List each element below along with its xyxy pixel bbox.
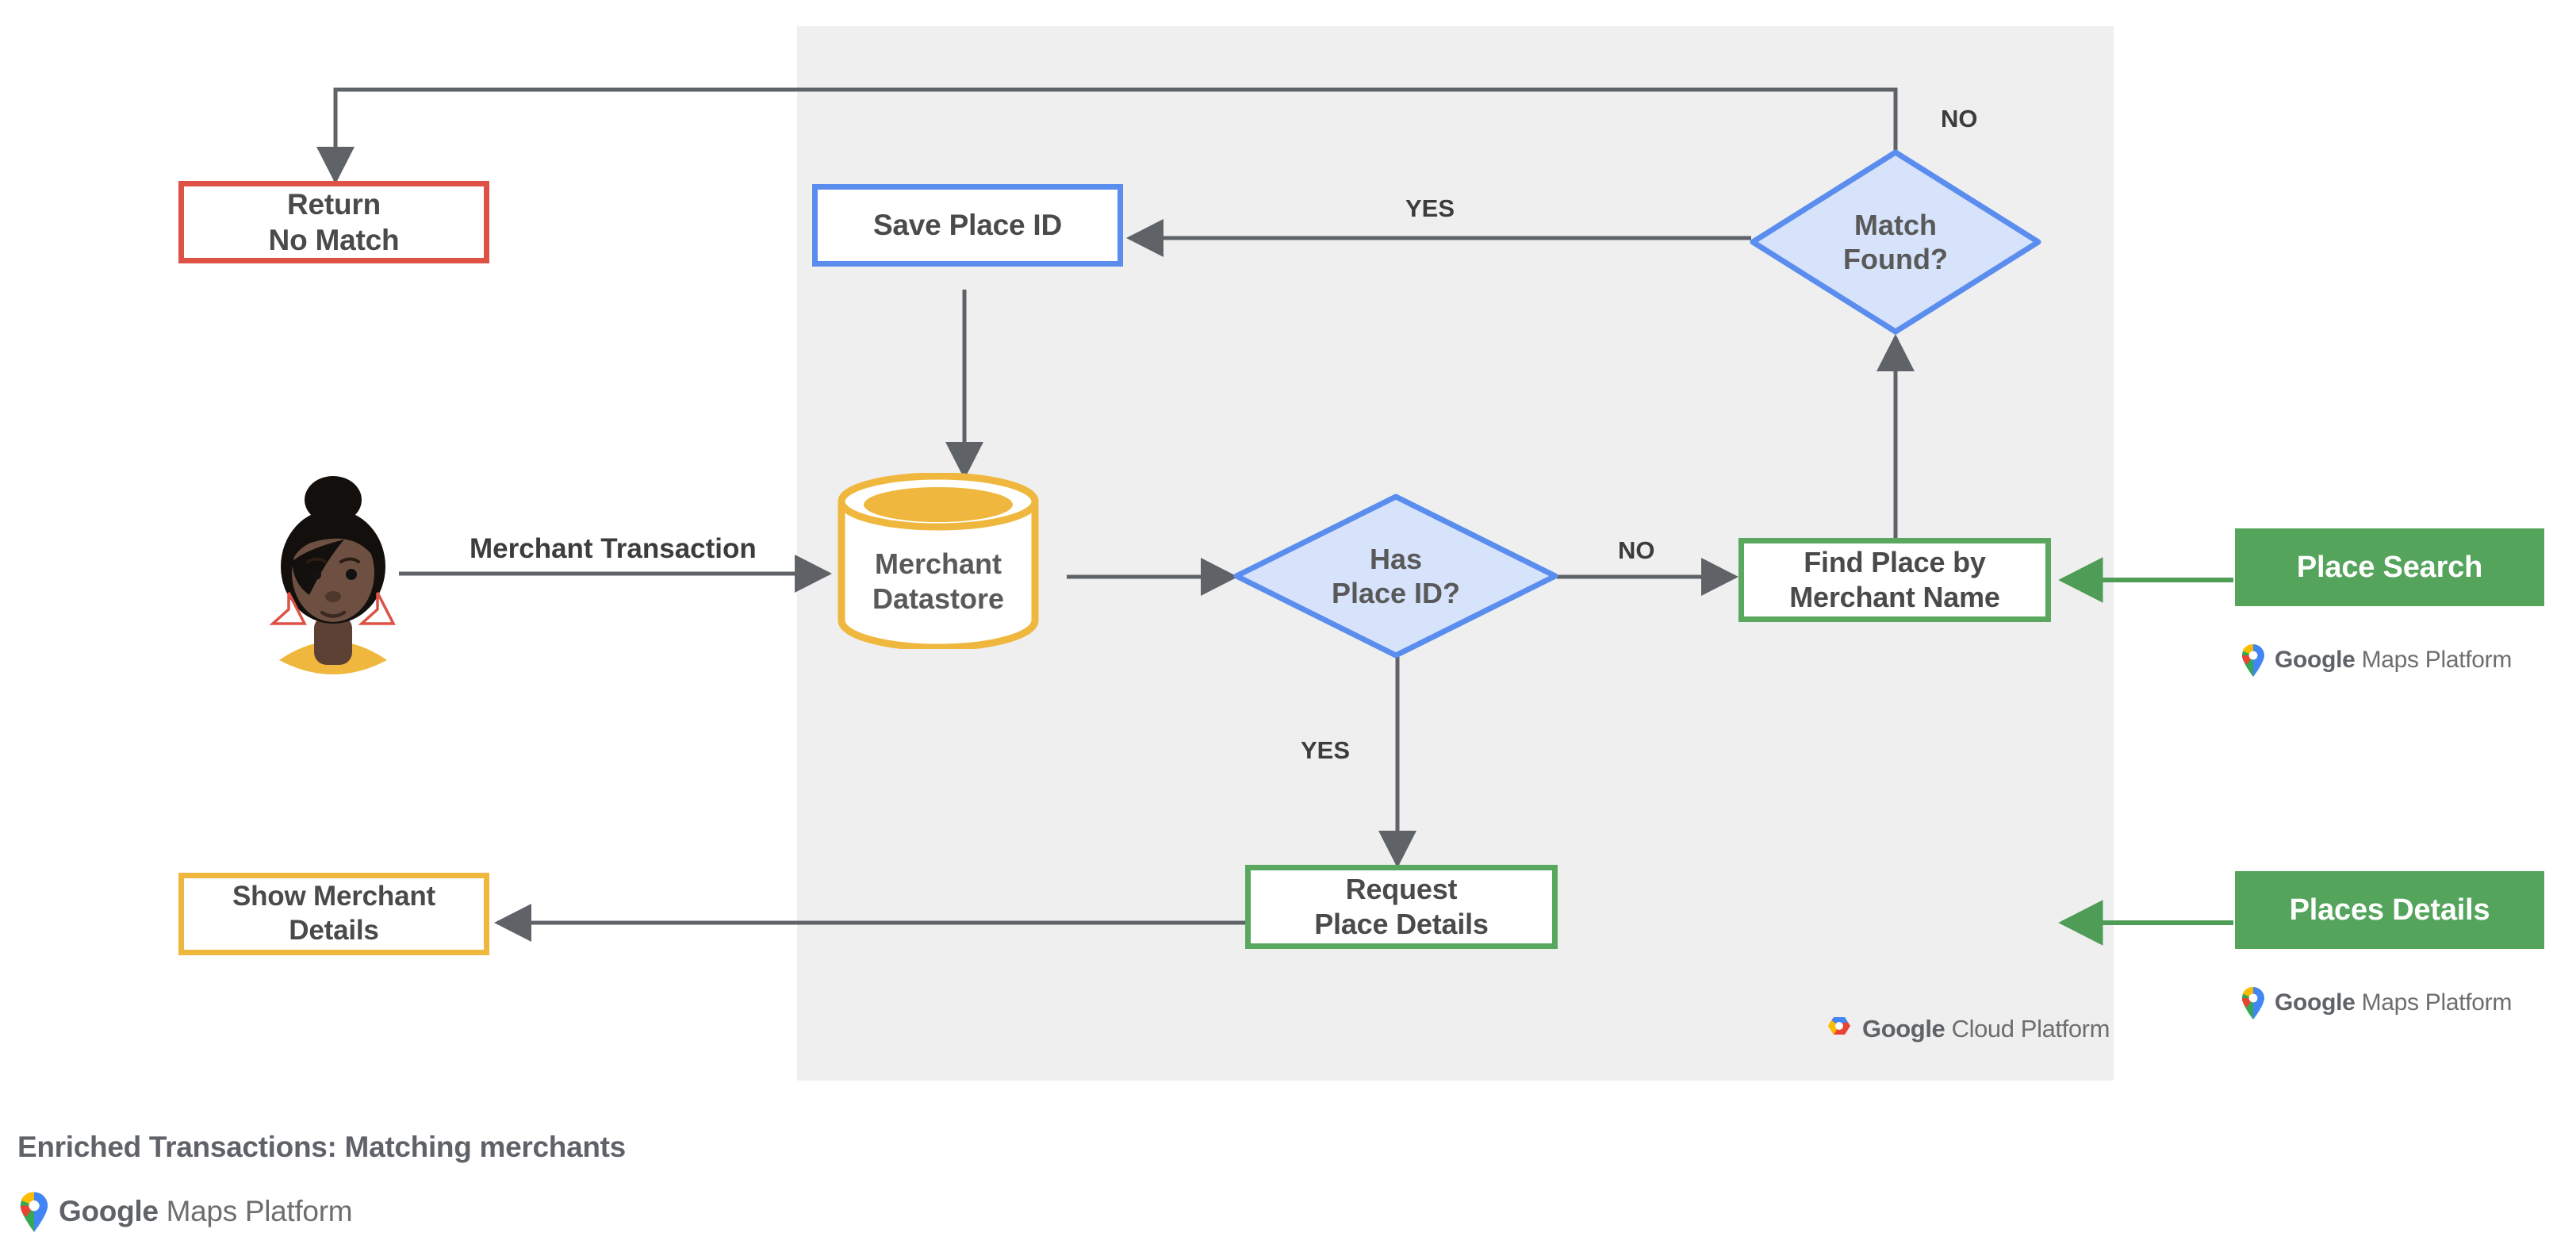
places-details-gmp-logo: Google Maps Platform	[2240, 985, 2512, 1020]
node-match-found[interactable]: Match Found?	[1747, 147, 2044, 337]
button-place-search[interactable]: Place Search	[2235, 528, 2544, 606]
caption-gmp-logo-text: Google Maps Platform	[59, 1195, 353, 1227]
button-places-details[interactable]: Places Details	[2235, 871, 2544, 949]
node-save-place-id[interactable]: Save Place ID	[812, 184, 1123, 267]
diagram-caption: Enriched Transactions: Matching merchant…	[17, 1131, 626, 1163]
button-place-search-label: Place Search	[2296, 550, 2483, 584]
node-merchant-datastore[interactable]: Merchant Datastore	[837, 472, 1040, 651]
node-request-place-details-label: Request Place Details	[1314, 873, 1489, 940]
node-request-place-details[interactable]: Request Place Details	[1245, 865, 1558, 949]
google-cloud-hexagon-icon	[1828, 1017, 1850, 1035]
node-save-place-id-label: Save Place ID	[872, 209, 1063, 242]
google-maps-pin-icon	[2241, 986, 2264, 1020]
edge-label-has-place-id-no: NO	[1618, 536, 1655, 564]
button-places-details-label: Places Details	[2289, 893, 2490, 927]
node-find-place-by-merchant-name-label: Find Place by Merchant Name	[1789, 546, 2000, 613]
node-show-merchant-details[interactable]: Show Merchant Details	[178, 873, 489, 955]
node-return-no-match-label: Return No Match	[268, 187, 400, 256]
node-show-merchant-details-label: Show Merchant Details	[232, 881, 436, 946]
google-cloud-platform-logo: Google Cloud Platform	[1824, 1015, 2110, 1043]
node-has-place-id[interactable]: Has Place ID?	[1232, 492, 1560, 660]
edge-label-match-found-yes: YES	[1405, 194, 1455, 222]
caption-gmp-logo: Google Maps Platform	[17, 1190, 353, 1233]
place-search-gmp-logo: Google Maps Platform	[2240, 643, 2512, 678]
node-return-no-match[interactable]: Return No Match	[178, 181, 489, 263]
google-maps-pin-icon	[20, 1192, 48, 1232]
place-search-gmp-logo-text: Google Maps Platform	[2275, 647, 2513, 673]
places-details-gmp-logo-text: Google Maps Platform	[2275, 989, 2513, 1016]
edge-label-has-place-id-yes: YES	[1301, 736, 1351, 764]
edge-label-match-found-no: NO	[1941, 105, 1978, 132]
merchant-customer-avatar	[262, 460, 404, 682]
google-maps-pin-icon	[2241, 643, 2264, 677]
google-cloud-platform-logo-text: Google Cloud Platform	[1862, 1015, 2110, 1043]
node-find-place-by-merchant-name[interactable]: Find Place by Merchant Name	[1738, 538, 2051, 622]
edge-label-merchant-transaction: Merchant Transaction	[470, 533, 757, 564]
